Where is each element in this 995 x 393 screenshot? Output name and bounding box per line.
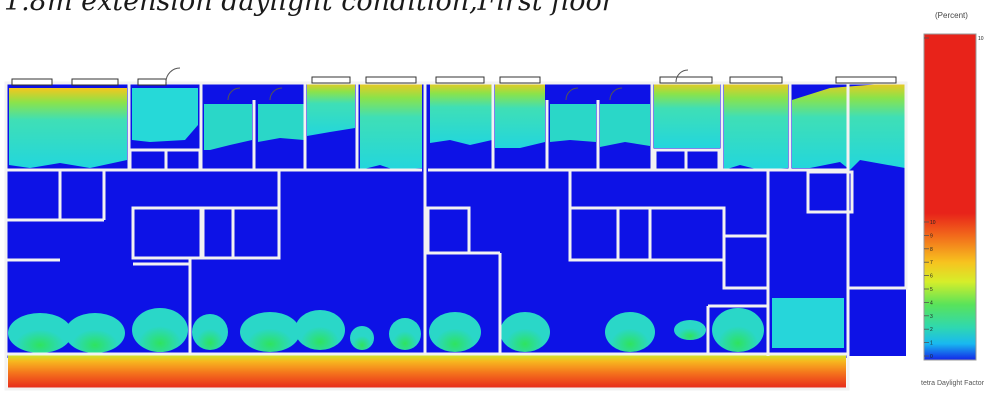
legend-tick-label: 8: [930, 247, 933, 253]
legend-tick-label: 7: [930, 260, 933, 266]
legend-tick-label: 10: [930, 220, 936, 226]
legend-tick-label: 3: [930, 314, 933, 320]
south-extension-strip: [8, 354, 846, 390]
page-title: 1.8m extension daylight condition,First …: [4, 0, 615, 17]
legend-caption: tetra Daylight Factor: [921, 380, 985, 387]
legend-tick-label: 0: [930, 354, 933, 360]
legend-tick-label: 10: [978, 36, 984, 42]
legend-color-bar: [923, 33, 977, 361]
door-swings: [165, 67, 689, 101]
legend-tick-label: 4: [930, 300, 933, 306]
legend-unit-label: (Percent): [935, 11, 968, 20]
legend-tick-label: 5: [930, 287, 933, 293]
legend-tick-label: 9: [930, 233, 933, 239]
walls: [4, 81, 908, 391]
legend-tick-label: 2: [930, 327, 933, 333]
north-windows: [11, 76, 897, 86]
north-rooms-daylight: [9, 82, 905, 170]
legend-tick-label: 6: [930, 274, 933, 280]
south-rooms-daylight: [8, 298, 844, 353]
legend-tick-label: 1: [930, 341, 933, 347]
